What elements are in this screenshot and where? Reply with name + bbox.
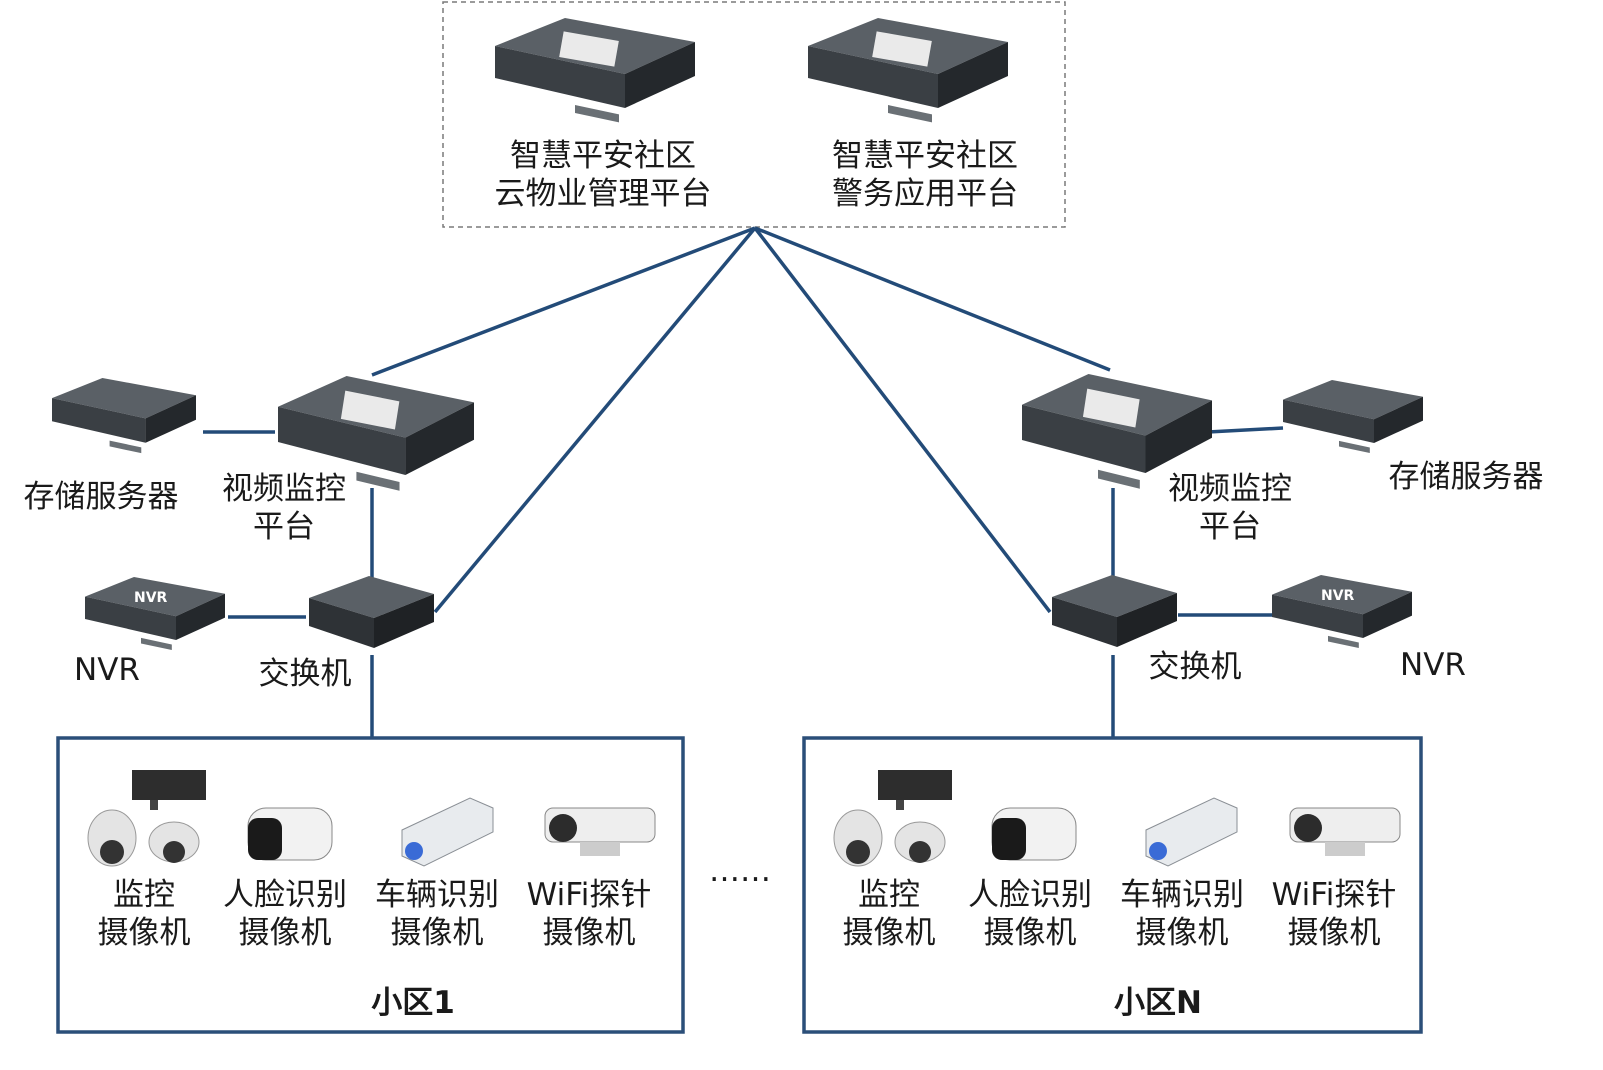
right-area-title: 小区N [1114,985,1202,1021]
left-camera-label-face: 人脸识别摄像机 [223,877,347,951]
cloud-property-server-icon [495,18,695,123]
left-camera-label-wifi: WiFi探针摄像机 [526,877,652,951]
left-video-platform-icon [278,376,474,491]
right-camera-label-wifi: WiFi探针摄像机 [1271,877,1397,951]
area-box-right [802,736,1423,1034]
left-switch-icon [309,576,434,648]
area-box-left [56,736,685,1034]
left-camera-label-vehicle: 车辆识别摄像机 [375,877,499,951]
left-camera-label-surveillance: 监控摄像机 [97,877,191,951]
left-nvr-icon: NVR [85,577,225,651]
left-surveillance-camera-icon [87,770,206,867]
left-vehicle-recognition-camera-icon [401,797,494,867]
left-storage-label: 存储服务器 [23,479,179,515]
right-wifi-probe-camera-icon [1289,807,1401,856]
ellipsis-label: …… [709,853,771,889]
right-face-recognition-camera-icon [991,807,1077,861]
left-storage-server-icon [52,378,196,454]
right-video-platform-label: 视频监控平台 [1168,471,1292,545]
cloud-platform-group [442,1,1066,228]
police-server-icon [808,18,1008,123]
right-switch-icon [1052,575,1177,647]
right-video-platform-icon [1022,374,1212,489]
right-nvr-label: NVR [1400,647,1466,683]
right-camera-label-vehicle: 车辆识别摄像机 [1120,877,1244,951]
left-switch-label: 交换机 [258,656,352,692]
nvr-badge: NVR [134,590,168,606]
right-storage-server-icon [1283,380,1423,454]
nvr-badge: NVR [1321,588,1355,604]
right-storage-label: 存储服务器 [1388,459,1544,495]
right-surveillance-camera-icon [833,770,952,867]
right-vehicle-recognition-camera-icon [1145,797,1238,867]
cloud-property-label: 智慧平安社区云物业管理平台 [494,138,712,212]
right-switch-label: 交换机 [1148,649,1242,685]
right-camera-label-surveillance: 监控摄像机 [842,877,936,951]
left-nvr-label: NVR [74,652,140,688]
left-area-title: 小区1 [371,985,455,1021]
left-video-platform-label: 视频监控平台 [222,471,346,545]
network-links [203,226,1284,737]
police-platform-label: 智慧平安社区警务应用平台 [832,138,1018,212]
right-camera-label-face: 人脸识别摄像机 [968,877,1092,951]
right-nvr-icon: NVR [1272,575,1412,649]
left-face-recognition-camera-icon [247,807,333,861]
left-wifi-probe-camera-icon [544,807,656,856]
